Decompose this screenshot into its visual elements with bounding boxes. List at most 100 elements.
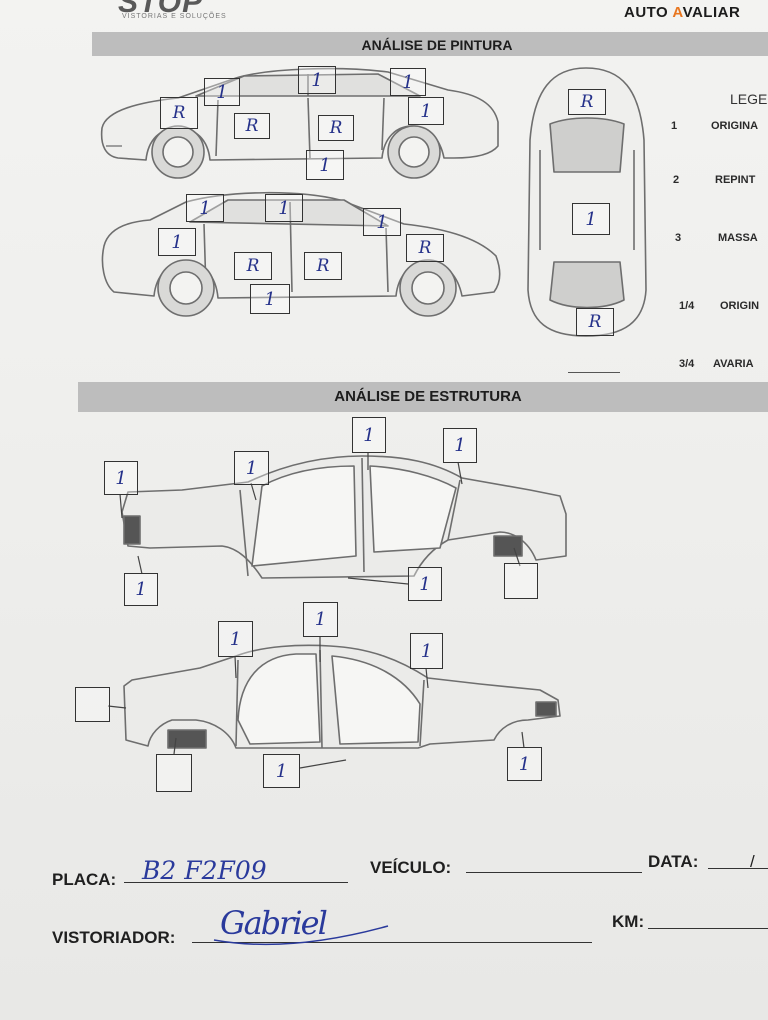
legend-label: AVARIA xyxy=(713,358,754,370)
paint-mark: 1 xyxy=(402,71,414,93)
structure-mark: 1 xyxy=(419,573,431,595)
vehicle-field-line xyxy=(466,872,642,873)
structure-box-u2-front[interactable] xyxy=(75,687,110,722)
paint-box-s1-rear-door[interactable]: R xyxy=(318,115,354,141)
paint-box-s1-roof[interactable]: 1 xyxy=(298,66,336,94)
paint-mark: 1 xyxy=(420,100,432,122)
structure-box-u1-c-pillar[interactable]: 1 xyxy=(443,428,477,463)
inspector-field-line xyxy=(192,942,592,943)
paint-box-s1-a-pillar[interactable]: 1 xyxy=(204,78,240,106)
structure-mark: 1 xyxy=(363,424,375,446)
paint-box-s1-front-fender[interactable]: R xyxy=(160,97,198,129)
structure-mark: 1 xyxy=(454,435,466,456)
inspector-label: VISTORIADOR: xyxy=(52,928,176,947)
legend-label: ORIGIN xyxy=(720,300,760,312)
autoavaliar-logo-part-b: VALIAR xyxy=(682,4,741,21)
paint-mark: 1 xyxy=(216,81,228,103)
paint-box-s2-front-fender[interactable]: R xyxy=(406,234,444,262)
paint-mark: 1 xyxy=(171,231,183,253)
date-label: DATA: xyxy=(648,852,699,871)
plate-label: PLACA: xyxy=(52,870,117,889)
paint-box-s2-front-door[interactable]: R xyxy=(304,252,342,280)
structure-mark: 1 xyxy=(420,640,433,662)
sedan-side-right-diagram xyxy=(101,191,501,317)
structure-box-u1-front-rail[interactable]: 1 xyxy=(104,461,138,495)
paint-box-top-hood[interactable]: R xyxy=(568,89,606,115)
structure-mark: 1 xyxy=(245,457,258,479)
paint-analysis-title: ANÁLISE DE PINTURA xyxy=(92,32,768,56)
stop-logo: STOP xyxy=(118,0,204,19)
structure-box-u2-c-pillar[interactable]: 1 xyxy=(218,621,253,657)
paint-box-top-roof[interactable]: 1 xyxy=(572,203,610,235)
structure-analysis-title: ANÁLISE DE ESTRUTURA xyxy=(78,382,768,412)
paint-box-s2-roof-rear[interactable]: 1 xyxy=(265,194,303,222)
plate-field-line xyxy=(124,882,348,883)
plate-value[interactable]: B2 F2F09 xyxy=(142,856,267,885)
structure-box-u1-front-lower[interactable]: 1 xyxy=(124,573,158,606)
paint-mark: R xyxy=(329,118,343,138)
paint-mark: R xyxy=(418,238,432,258)
paint-box-s1-front-door[interactable]: R xyxy=(234,113,270,139)
km-label: KM: xyxy=(612,912,645,931)
stop-logo-tagline: VISTORIAS E SOLUÇÕES xyxy=(122,13,227,20)
date-field-line xyxy=(708,868,768,869)
legend-code: 1/4 xyxy=(679,300,695,312)
legend-label: ORIGINA xyxy=(711,120,759,132)
body-structure-right-diagram xyxy=(123,644,561,749)
paint-box-s1-sill[interactable]: 1 xyxy=(306,150,344,180)
paint-box-s2-rear-door[interactable]: R xyxy=(234,252,272,280)
legend-code: 3 xyxy=(675,232,682,244)
structure-box-u2-front-lower[interactable] xyxy=(156,754,192,792)
paint-box-s2-c-pillar[interactable]: 1 xyxy=(186,194,224,222)
paint-box-top-trunk[interactable]: R xyxy=(576,308,614,336)
legend-title: LEGE xyxy=(730,91,768,107)
paint-box-s2-a-pillar[interactable]: 1 xyxy=(363,208,401,236)
structure-box-u2-b-pillar[interactable]: 1 xyxy=(303,602,338,637)
paint-mark: R xyxy=(580,92,594,112)
paint-mark: R xyxy=(588,312,602,332)
structure-box-u2-rear-rail[interactable]: 1 xyxy=(507,747,542,781)
legend-code: 1 xyxy=(671,120,678,132)
paint-mark: R xyxy=(245,116,259,136)
structure-mark: 1 xyxy=(518,753,531,775)
paint-box-s1-rear-fender[interactable]: 1 xyxy=(408,97,444,125)
paint-mark: R xyxy=(172,103,186,123)
legend-divider xyxy=(568,372,620,373)
paint-box-s2-rear-quarter[interactable]: 1 xyxy=(158,228,196,256)
legend-code: 3/4 xyxy=(679,358,695,370)
structure-mark: 1 xyxy=(275,760,288,782)
inspector-signature[interactable]: Gabriel xyxy=(220,904,328,942)
structure-box-u1-a-pillar[interactable]: 1 xyxy=(234,451,269,485)
paint-mark: 1 xyxy=(376,211,388,233)
paint-mark: 1 xyxy=(585,208,597,230)
paint-mark: 1 xyxy=(319,154,331,176)
vehicle-label: VEÍCULO: xyxy=(370,858,452,877)
paint-box-s2-sill[interactable]: 1 xyxy=(250,284,290,314)
structure-box-u1-b-pillar[interactable]: 1 xyxy=(352,417,386,453)
structure-mark: 1 xyxy=(135,579,147,600)
structure-box-u1-rear[interactable] xyxy=(504,563,538,599)
body-structure-left-diagram xyxy=(121,455,567,579)
km-field-line xyxy=(648,928,768,929)
autoavaliar-logo: AUTO AVALIAR xyxy=(624,4,740,21)
paint-mark: R xyxy=(246,256,260,276)
date-value[interactable]: / xyxy=(750,852,755,871)
paint-mark: R xyxy=(316,256,330,276)
autoavaliar-logo-accent: A xyxy=(672,4,683,21)
paint-box-s1-c-pillar[interactable]: 1 xyxy=(390,68,426,96)
paint-mark: 1 xyxy=(278,197,290,219)
structure-box-u2-sill[interactable]: 1 xyxy=(263,754,300,788)
paint-mark: 1 xyxy=(264,288,276,310)
structure-box-u2-a-pillar[interactable]: 1 xyxy=(410,633,443,669)
legend-code: 2 xyxy=(673,174,680,186)
sedan-top-diagram xyxy=(527,67,647,337)
sedan-side-left-diagram xyxy=(100,67,499,179)
paint-mark: 1 xyxy=(199,197,211,219)
autoavaliar-logo-part-a: AUTO xyxy=(624,4,673,21)
structure-mark: 1 xyxy=(314,609,327,630)
legend-label: REPINT xyxy=(715,174,756,186)
structure-box-u1-sill[interactable]: 1 xyxy=(408,567,442,601)
legend-label: MASSA xyxy=(718,232,758,244)
